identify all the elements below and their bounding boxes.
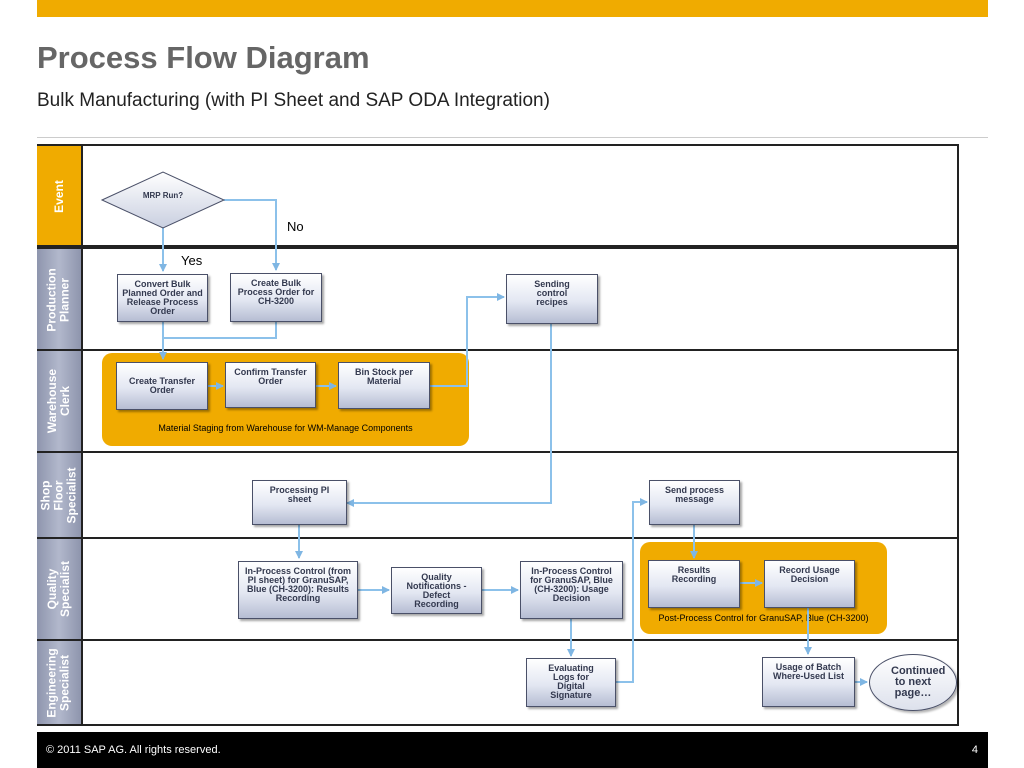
continued-to-next-page-terminator: Continued to next page…	[869, 654, 957, 711]
lane-shop-floor-specialist: Shop Floor Specialist	[37, 453, 83, 537]
footer-bar: © 2011 SAP AG. All rights reserved. 4	[37, 732, 988, 768]
create-transfer-order-step: Create Transfer Order	[116, 362, 208, 410]
mrp-run-decision-shape	[100, 171, 226, 229]
evaluating-logs-label: Evaluating Logs for Digital Signature	[548, 663, 594, 700]
results-recording-label: Results Recording	[671, 565, 717, 584]
material-staging-group-label: Material Staging from Warehouse for WM-M…	[158, 423, 413, 433]
confirm-transfer-order-label: Confirm Transfer Order	[234, 367, 307, 386]
continued-to-next-page-label: Continued to next page…	[891, 665, 946, 699]
lane-production-planner: Production Planner	[37, 249, 83, 350]
quality-notifications-label: Quality Notifications - Defect Recording	[406, 572, 467, 609]
convert-bulk-planned-order-label: Convert Bulk Planned Order and Release P…	[122, 279, 203, 316]
connector-logs-to-message	[616, 498, 648, 683]
record-usage-decision-label: Record Usage Decision	[779, 565, 840, 584]
sending-control-recipes-label: Sending control recipes	[534, 279, 570, 307]
no-label: No	[287, 219, 304, 234]
connector-bin-to-recipes	[430, 293, 505, 387]
create-transfer-order-label: Create Transfer Order	[128, 376, 196, 395]
lane-separator	[37, 245, 959, 249]
page-title: Process Flow Diagram	[37, 40, 370, 75]
page-subtitle: Bulk Manufacturing (with PI Sheet and SA…	[37, 90, 550, 111]
usage-of-batch-where-used-step: Usage of Batch Where-Used List	[762, 657, 855, 707]
bin-stock-per-material-step: Bin Stock per Material	[338, 362, 430, 409]
create-bulk-process-order-label: Create Bulk Process Order for CH-3200	[237, 278, 315, 306]
create-bulk-process-order-step: Create Bulk Process Order for CH-3200	[230, 273, 322, 322]
inprocess-control-results-label: In-Process Control (from PI sheet) for G…	[244, 566, 351, 603]
processing-pi-sheet-label: Processing PI sheet	[269, 485, 330, 504]
lane-separator	[37, 451, 959, 453]
yes-label: Yes	[181, 253, 203, 268]
send-process-message-label: Send process message	[664, 485, 725, 504]
inprocess-control-usage-decision-step: In-Process Control for GranuSAP, Blue (C…	[520, 561, 623, 619]
top-accent-bar	[37, 0, 988, 17]
inprocess-control-results-step: In-Process Control (from PI sheet) for G…	[238, 561, 358, 619]
quality-notifications-step: Quality Notifications - Defect Recording	[391, 567, 482, 614]
lane-quality-specialist: Quality Specialist	[37, 539, 83, 639]
header-divider	[37, 137, 988, 138]
lane-engineering-specialist: Engineering Specialist	[37, 641, 83, 724]
evaluating-logs-step: Evaluating Logs for Digital Signature	[526, 658, 616, 707]
confirm-transfer-order-step: Confirm Transfer Order	[225, 362, 316, 408]
results-recording-step: Results Recording	[648, 560, 740, 608]
post-process-group-label: Post-Process Control for GranuSAP, Blue …	[658, 613, 869, 623]
record-usage-decision-step: Record Usage Decision	[764, 560, 855, 608]
inprocess-control-usage-decision-label: In-Process Control for GranuSAP, Blue (C…	[530, 566, 613, 603]
lane-event: Event	[37, 146, 83, 246]
lane-separator	[37, 537, 959, 539]
connector-create-to-transfer	[163, 322, 277, 339]
send-process-message-step: Send process message	[649, 480, 740, 525]
processing-pi-sheet-step: Processing PI sheet	[252, 480, 347, 525]
usage-of-batch-where-used-label: Usage of Batch Where-Used List	[772, 662, 844, 681]
bin-stock-per-material-label: Bin Stock per Material	[354, 367, 413, 386]
page-number: 4	[971, 744, 978, 756]
lane-separator	[37, 349, 959, 351]
footer-copyright: © 2011 SAP AG. All rights reserved.	[46, 744, 221, 756]
mrp-run-decision-label: MRP Run?	[142, 191, 184, 200]
lane-separator	[37, 639, 959, 641]
lane-warehouse-clerk: Warehouse Clerk	[37, 351, 83, 451]
convert-bulk-planned-order-step: Convert Bulk Planned Order and Release P…	[117, 274, 208, 322]
sending-control-recipes-step: Sending control recipes	[506, 274, 598, 324]
connector-no	[224, 199, 280, 271]
connector-recipes-to-pi	[346, 324, 552, 507]
